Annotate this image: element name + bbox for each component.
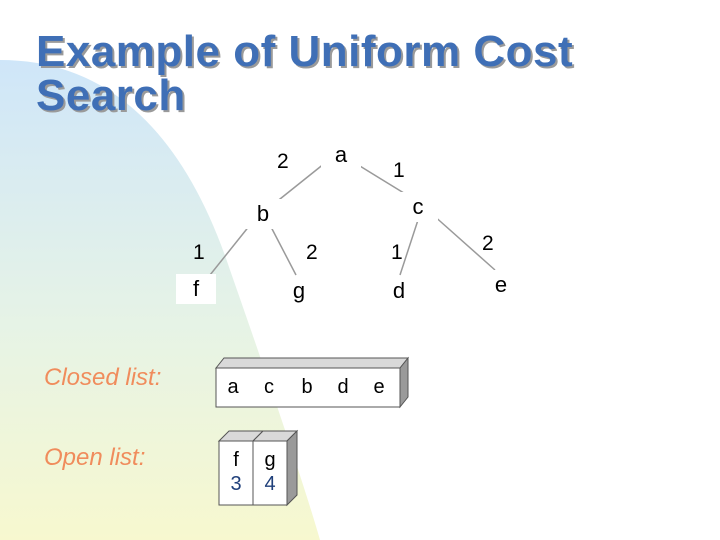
page-title: Example of Uniform Cost Search <box>36 30 573 118</box>
tree-node-e: e <box>481 270 521 300</box>
edge-b-g <box>269 224 297 276</box>
open-list-cost: 3 <box>230 473 242 495</box>
title-line-2: Search <box>36 71 186 120</box>
edge-cost-c-e: 2 <box>482 232 494 255</box>
tree-node-g: g <box>279 276 319 306</box>
tree-node-a: a <box>321 140 361 170</box>
tree-node-f: f <box>176 274 216 304</box>
edge-cost-b-f: 1 <box>193 241 205 264</box>
closed-list-label: Closed list: <box>44 364 162 391</box>
open-list-node: g <box>264 449 276 471</box>
edge-cost-c-d: 1 <box>391 241 403 264</box>
edge-c-e <box>431 213 496 271</box>
open-list-cost: 4 <box>264 473 276 495</box>
tree-node-c: c <box>398 192 438 222</box>
title-line-1: Example of Uniform Cost <box>36 27 574 76</box>
edge-b-f <box>209 224 251 276</box>
open-list-label: Open list: <box>44 444 146 471</box>
tree-node-d: d <box>379 276 419 306</box>
open-list-node: f <box>233 449 239 471</box>
edge-c-d <box>399 219 419 276</box>
edge-a-b <box>274 162 326 204</box>
edge-cost-a-c: 1 <box>393 159 405 182</box>
tree-node-b: b <box>243 199 283 229</box>
edge-cost-b-g: 2 <box>306 241 318 264</box>
edge-cost-a-b: 2 <box>277 150 289 173</box>
